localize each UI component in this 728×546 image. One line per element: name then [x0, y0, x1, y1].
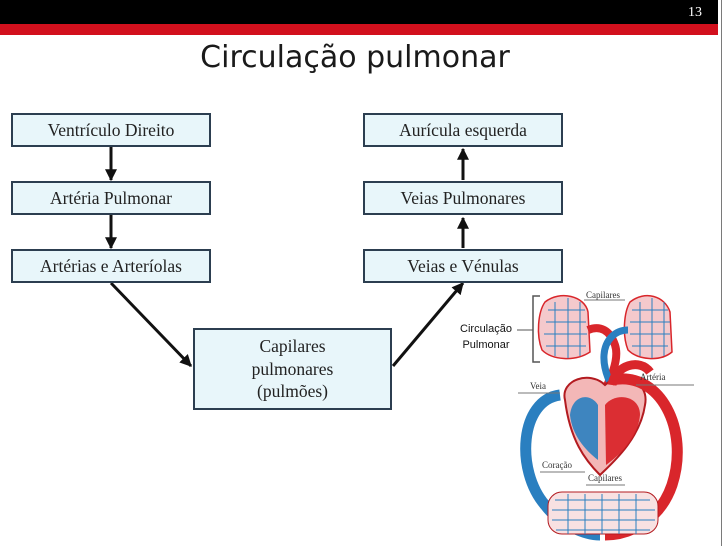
- lower-capillaries: [547, 491, 659, 535]
- arrow-capilares-to-veias: [391, 282, 465, 367]
- top-bar: [0, 0, 718, 24]
- label-capilares-top: Capilares: [586, 290, 620, 300]
- left-lung: [537, 294, 591, 360]
- right-divider: [721, 0, 722, 546]
- slide-title: Circulação pulmonar: [200, 40, 510, 75]
- node-ventriculo-direito: Ventrículo Direito: [11, 113, 211, 147]
- right-lung: [623, 294, 673, 360]
- node-arteria-pulmonar: Artéria Pulmonar: [11, 181, 211, 215]
- node-arterias-arteriolas: Artérias e Arteríolas: [11, 249, 211, 283]
- caption-circulacao-pulmonar: Circulação Pulmonar: [448, 322, 524, 354]
- caption-line-2: Pulmonar: [462, 338, 510, 351]
- right-margin: [718, 0, 728, 546]
- caption-line-1: Circulação: [460, 323, 512, 335]
- caption-bracket: [532, 295, 540, 363]
- node-veias-pulmonares: Veias Pulmonares: [363, 181, 563, 215]
- label-veia: Veia: [530, 381, 546, 391]
- node-veias-venulas: Veias e Vénulas: [363, 249, 563, 283]
- node-auricula-esquerda: Aurícula esquerda: [363, 113, 563, 147]
- node-capilares-pulmonares: Capilares pulmonares (pulmões): [193, 328, 392, 410]
- accent-bar: [0, 24, 718, 35]
- arrow-arterias-to-capilares: [109, 281, 193, 368]
- label-capilares-bottom: Capilares: [588, 473, 622, 483]
- heart: [563, 376, 647, 477]
- label-arteria: Artéria: [640, 372, 666, 382]
- label-coracao: Coração: [542, 460, 572, 470]
- aortic-arch: [607, 360, 654, 387]
- page-number: 13: [688, 5, 702, 20]
